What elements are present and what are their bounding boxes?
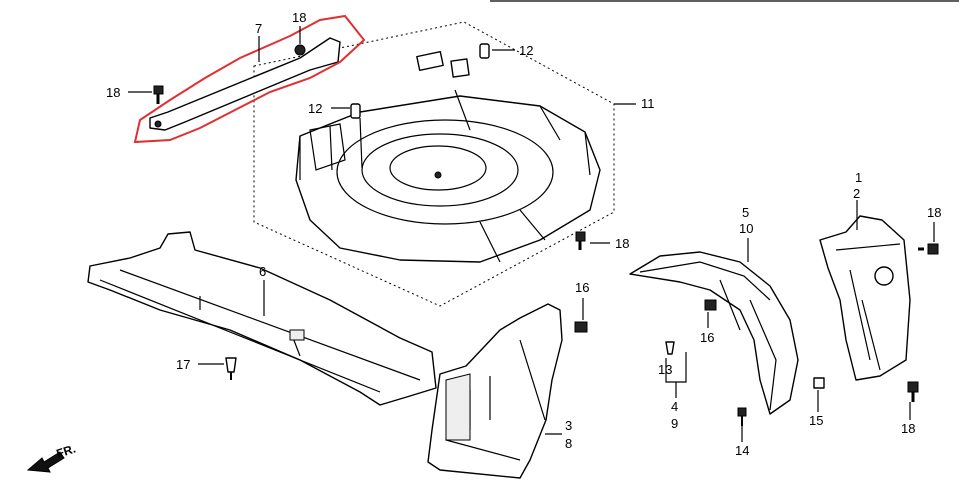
callout-15: 15 [809,413,823,428]
bolt-18-mid [575,231,586,250]
clip-12-left [350,103,361,119]
red-highlight-outline [133,14,366,144]
callout-18-right-bottom: 18 [901,421,915,436]
spare-tire-well [295,95,601,263]
fender-liner-body [629,251,799,415]
bolt-18-right-top [918,243,939,255]
callout-18-right-top: 18 [927,205,941,220]
front-arrow-icon [26,451,65,473]
grommet-a [416,50,444,72]
callout-4: 4 [671,399,678,414]
callout-9: 9 [671,416,678,431]
leader-lines [128,26,935,442]
callout-7: 7 [255,21,262,36]
callout-16-right: 16 [700,330,714,345]
callout-8: 8 [565,436,572,451]
callout-1: 1 [855,170,862,185]
rear-panel-body [87,231,437,406]
callout-12-top: 12 [519,43,533,58]
callout-3: 3 [565,418,572,433]
callout-18-left: 18 [106,85,120,100]
callout-17: 17 [176,357,190,372]
callout-13: 13 [658,362,672,377]
clip-16-right [704,299,717,311]
rear-lining-3-8 [427,303,563,479]
group-outline-box [253,21,615,307]
clip-13 [665,341,675,355]
callout-12-left: 12 [308,101,322,116]
front-label: FR. [55,442,78,461]
bolt-14 [737,407,747,426]
pillar-panel-1-2 [819,215,911,381]
spare-tire-well-group [253,21,615,307]
strap-assembly [133,14,366,144]
callout-16-left: 16 [575,280,589,295]
callout-11: 11 [641,96,655,111]
callout-18-top: 18 [292,10,306,25]
pillar-panel-body [819,215,911,381]
callout-14: 14 [735,443,749,458]
bolt-18-on-strap [294,44,306,56]
clip-12-top [479,43,490,59]
nut-15 [813,377,825,389]
rear-panel [87,231,437,406]
front-direction-indicator: FR. [26,442,78,473]
strap-bracket [149,37,341,131]
callout-6: 6 [259,264,266,279]
callout-2: 2 [853,186,860,201]
callout-10: 10 [739,221,753,236]
callout-18-mid: 18 [615,236,629,251]
clip-16-left [574,321,588,333]
bolt-18-right-bottom [907,381,919,402]
bolt-18-left [153,85,164,104]
fender-liner-5-10 [629,251,799,415]
callouts: 1 2 3 8 4 9 5 10 6 7 11 12 12 13 14 15 1… [106,10,941,458]
bolt-17 [225,357,237,380]
grommet-b [450,58,470,78]
callout-5: 5 [742,205,749,220]
